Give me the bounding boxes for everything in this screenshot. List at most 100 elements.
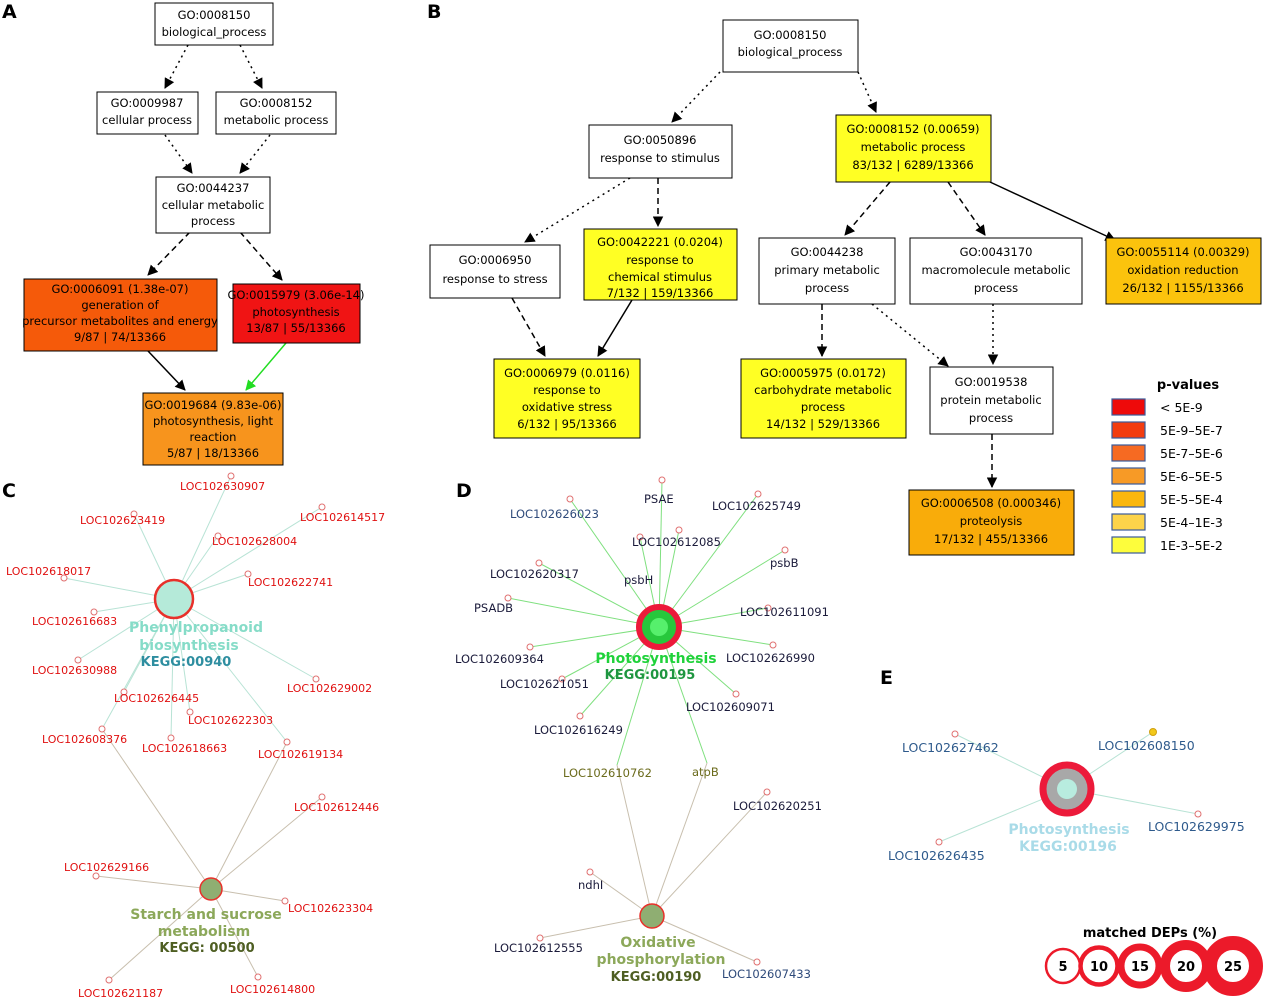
hub-photosynthesis-core bbox=[650, 618, 668, 636]
size-legend-value: 15 bbox=[1131, 960, 1149, 975]
panel-e: E LOC102608150 LOC102627462 LOC102629975… bbox=[880, 667, 1263, 996]
edge-a-7 bbox=[147, 350, 186, 391]
legend-item: 5E-6–5E-5 bbox=[1111, 467, 1223, 485]
hub-photosynthesis-e-core bbox=[1057, 779, 1077, 799]
panel-b: B GO:0008150 biological_process GO:00508… bbox=[427, 1, 1262, 556]
gene-label: psbB bbox=[770, 556, 799, 570]
panel-c-edges-2 bbox=[95, 728, 323, 981]
gene-label: atpB bbox=[692, 765, 719, 779]
go-node-id: GO:0006950 bbox=[459, 253, 532, 267]
go-node-id: GO:0042221 (0.0204) bbox=[597, 235, 723, 249]
go-node-text: process bbox=[191, 214, 235, 228]
edge-b-2 bbox=[857, 71, 877, 113]
go-node-text: response to bbox=[533, 383, 600, 397]
gene-label: LOC102619134 bbox=[258, 748, 343, 761]
panel-d-edges-2 bbox=[539, 762, 768, 963]
hub-name: biosynthesis bbox=[139, 638, 238, 654]
go-node: GO:0008152 metabolic process bbox=[215, 91, 337, 135]
go-node-id: GO:0005975 (0.0172) bbox=[760, 366, 886, 380]
go-node-id: GO:0044237 bbox=[177, 181, 250, 195]
go-node-id: GO:0008150 bbox=[754, 28, 827, 42]
edge-a-1 bbox=[164, 44, 189, 89]
panel-label-e: E bbox=[880, 667, 893, 689]
go-node-text: biological_process bbox=[162, 25, 267, 39]
go-node-fill bbox=[23, 278, 218, 352]
hub-code: KEGG:00195 bbox=[605, 668, 696, 683]
go-node: GO:0006950 response to stress bbox=[429, 244, 561, 299]
panel-label-d: D bbox=[456, 480, 472, 502]
gene-label: LOC102618663 bbox=[142, 742, 227, 755]
legend-swatch bbox=[1111, 398, 1146, 416]
go-node-id: GO:0008150 bbox=[178, 8, 251, 22]
legend-label: < 5E-9 bbox=[1160, 400, 1203, 415]
edge-a-6 bbox=[239, 231, 283, 281]
go-node: GO:0005975 (0.0172) carbohydrate metabol… bbox=[740, 358, 907, 439]
legend-item: 1E-3–5E-2 bbox=[1111, 536, 1223, 554]
legend-item: 5E-7–5E-6 bbox=[1111, 444, 1223, 462]
panel-c-gene-dots bbox=[60, 472, 326, 984]
gene-label: LOC102612555 bbox=[494, 941, 583, 955]
go-node: GO:0019684 (9.83e-06) photosynthesis, li… bbox=[142, 392, 284, 466]
go-node: GO:0008152 (0.00659) metabolic process 8… bbox=[835, 114, 992, 183]
gene-label: LOC102629975 bbox=[1148, 819, 1245, 834]
panel-label-c: C bbox=[2, 480, 16, 502]
size-legend-value: 20 bbox=[1177, 960, 1195, 975]
gene-label: LOC102623304 bbox=[288, 902, 373, 915]
go-node-id: GO:0008152 (0.00659) bbox=[846, 122, 979, 136]
go-node-text: response to stress bbox=[442, 272, 547, 286]
go-node-text: precursor metabolites and energy bbox=[22, 314, 218, 328]
hub-name: Photosynthesis bbox=[595, 651, 716, 667]
gene-label: LOC102612085 bbox=[632, 535, 721, 549]
gene-label: LOC102626435 bbox=[888, 848, 985, 863]
go-node-text: carbohydrate metabolic bbox=[754, 383, 892, 397]
edge-b-6 bbox=[947, 181, 986, 236]
gene-label: LOC102622303 bbox=[188, 714, 273, 727]
edge-b-11 bbox=[871, 303, 949, 367]
hub-code: KEGG:00196 bbox=[1019, 839, 1117, 855]
go-node-text: process bbox=[805, 281, 849, 295]
gene-label: LOC102630988 bbox=[32, 664, 117, 677]
panel-label-b: B bbox=[427, 1, 441, 23]
panel-c: C bbox=[2, 472, 385, 1000]
gene-label: LOC102626990 bbox=[726, 651, 815, 665]
gene-label: LOC102616683 bbox=[32, 615, 117, 628]
gene-label: LOC102611091 bbox=[740, 605, 829, 619]
go-node-text: oxidation reduction bbox=[1127, 263, 1238, 277]
gene-label: LOC102623419 bbox=[80, 514, 165, 527]
panel-d-gene-dots bbox=[504, 476, 789, 966]
go-node: GO:0044238 primary metabolic process bbox=[758, 237, 896, 305]
size-legend-item: 15 bbox=[1117, 943, 1163, 989]
go-node-text: 13/87 | 55/13366 bbox=[246, 321, 345, 335]
gene-label: LOC102626445 bbox=[114, 692, 199, 705]
go-node: GO:0006508 (0.000346) proteolysis 17/132… bbox=[908, 489, 1075, 556]
gene-label: LOC102612446 bbox=[294, 801, 379, 814]
go-node: GO:0006979 (0.0116) response to oxidativ… bbox=[493, 358, 641, 439]
go-node-id: GO:0019538 bbox=[955, 375, 1028, 389]
legend-item: 5E-9–5E-7 bbox=[1111, 421, 1223, 439]
size-legend-value: 5 bbox=[1058, 960, 1067, 975]
go-node: GO:0015979 (3.06e-14) photosynthesis 13/… bbox=[228, 283, 364, 344]
gene-label: LOC102610762 bbox=[563, 766, 652, 780]
hub-starch-sucrose bbox=[199, 877, 223, 901]
edge-b-7 bbox=[989, 181, 1116, 241]
gene-label: LOC102618017 bbox=[6, 565, 91, 578]
legend-label: 5E-5–5E-4 bbox=[1160, 492, 1223, 507]
legend-item: 5E-4–1E-3 bbox=[1111, 513, 1223, 531]
go-node-text: photosynthesis bbox=[252, 305, 339, 319]
hub-name: Phenylpropanoid bbox=[129, 620, 263, 636]
go-node-text: response to bbox=[626, 253, 693, 267]
go-node-text: cellular process bbox=[102, 113, 192, 127]
go-node-id: GO:0043170 bbox=[960, 245, 1033, 259]
go-node: GO:0019538 protein metabolic process bbox=[929, 366, 1054, 435]
go-node-id: GO:0044238 bbox=[791, 245, 864, 259]
go-node: GO:0043170 macromolecule metabolic proce… bbox=[909, 237, 1083, 305]
go-node-text: 7/132 | 159/13366 bbox=[607, 286, 714, 300]
panel-label-a: A bbox=[2, 1, 17, 23]
go-node-text: metabolic process bbox=[224, 113, 329, 127]
legend-item: < 5E-9 bbox=[1111, 398, 1203, 416]
go-node: GO:0050896 response to stimulus bbox=[588, 124, 733, 179]
go-node-id: GO:0006508 (0.000346) bbox=[921, 496, 1061, 510]
go-node-text: oxidative stress bbox=[522, 400, 612, 414]
gene-label: LOC102625749 bbox=[712, 499, 801, 513]
go-node-text: protein metabolic bbox=[940, 393, 1041, 407]
